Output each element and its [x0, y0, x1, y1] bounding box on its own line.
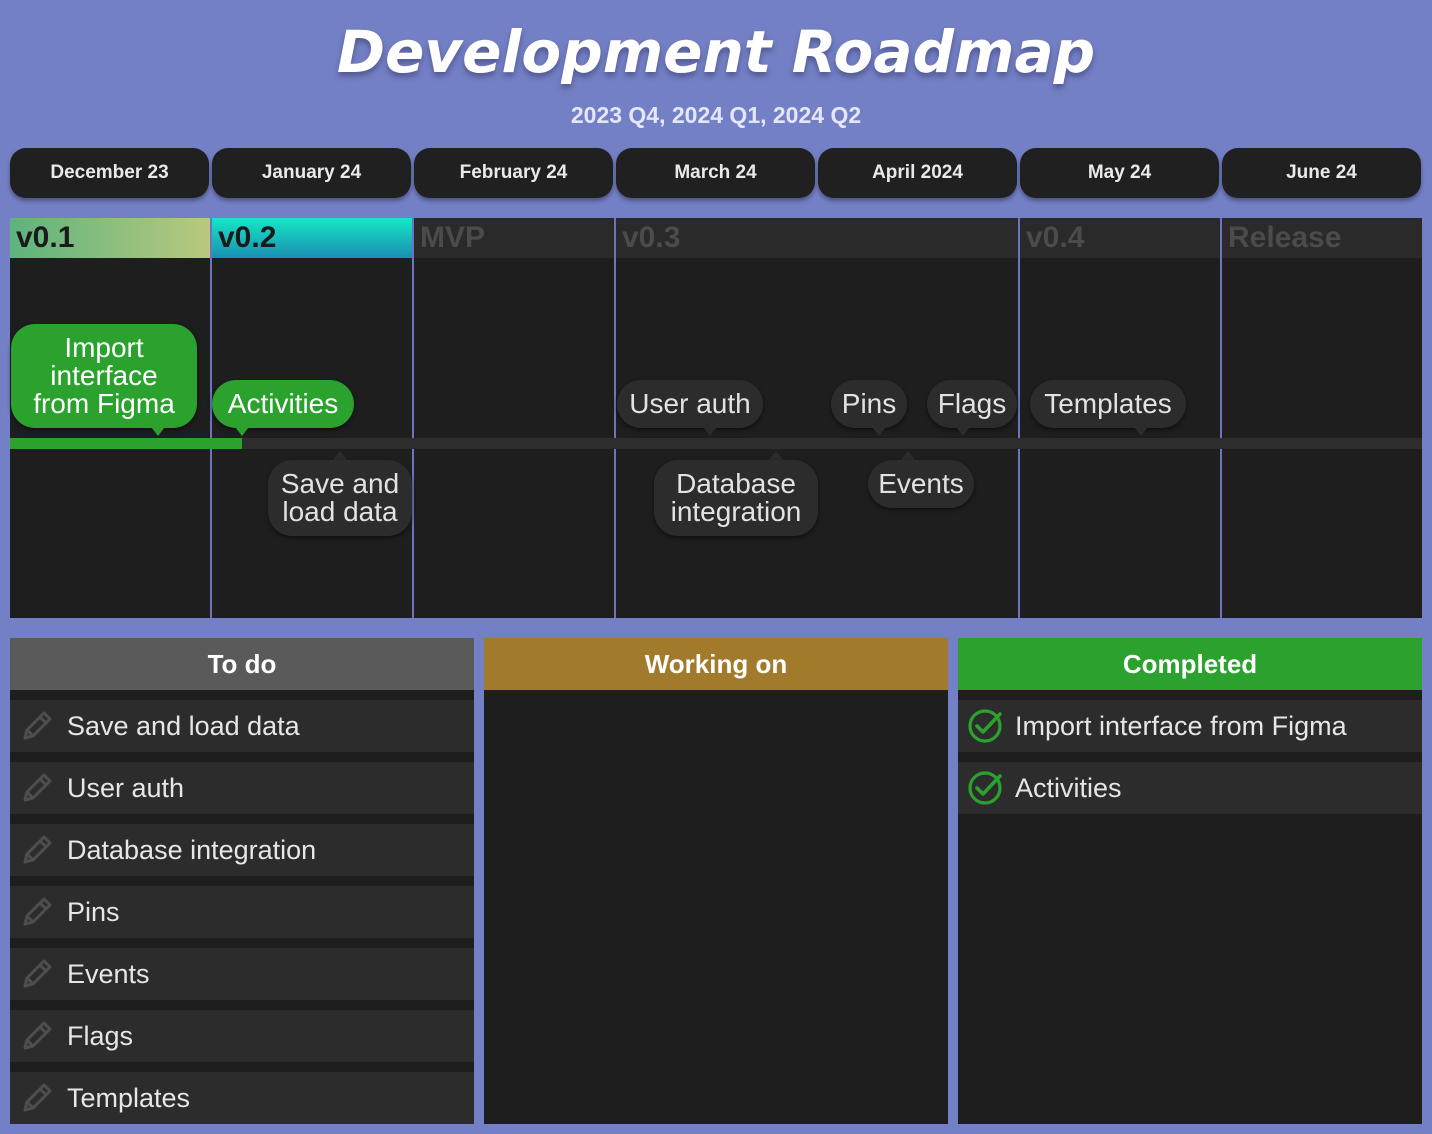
task-label: Events: [67, 958, 150, 989]
completed-item[interactable]: Activities: [958, 762, 1422, 814]
timeline-track: [10, 438, 1422, 449]
month-header: April 2024: [818, 148, 1017, 198]
month-header: May 24: [1020, 148, 1219, 198]
month-header: January 24: [212, 148, 411, 198]
milestone-pins[interactable]: Pins: [831, 380, 907, 428]
check-circle-icon: [967, 770, 1003, 806]
month-header: June 24: [1222, 148, 1421, 198]
milestone-pointer: [333, 451, 347, 460]
timeline-panel: v0.1 v0.2 MVP v0.3 v0.4 Release Import i…: [10, 218, 1422, 618]
phase-divider: [1220, 218, 1222, 618]
phase-release: Release: [1222, 218, 1422, 258]
milestone-pointer: [901, 451, 915, 460]
column-header-working: Working on: [484, 638, 948, 690]
milestone-events[interactable]: Events: [868, 460, 974, 508]
milestone-import-interface[interactable]: Import interface from Figma: [11, 324, 197, 428]
task-label: Save and load data: [67, 710, 300, 741]
task-label: Database integration: [67, 834, 317, 865]
todo-item[interactable]: User auth: [10, 762, 474, 814]
pencil-icon: [19, 956, 55, 992]
milestone-user-auth[interactable]: User auth: [617, 380, 763, 428]
milestone-templates[interactable]: Templates: [1030, 380, 1186, 428]
timeline-progress: [10, 438, 242, 449]
column-header-todo: To do: [10, 638, 474, 690]
todo-item[interactable]: Templates: [10, 1072, 474, 1124]
milestone-pointer: [151, 427, 165, 436]
page-subtitle: 2023 Q4, 2024 Q1, 2024 Q2: [570, 102, 862, 128]
phase-v0-4: v0.4: [1020, 218, 1220, 258]
phase-v0-2: v0.2: [212, 218, 412, 258]
task-label: Flags: [67, 1020, 134, 1051]
check-circle-icon: [967, 708, 1003, 744]
month-header: February 24: [414, 148, 613, 198]
phase-divider: [412, 218, 414, 618]
milestone-flags[interactable]: Flags: [927, 380, 1017, 428]
pencil-icon: [19, 832, 55, 868]
pencil-icon: [19, 1080, 55, 1116]
milestone-pointer: [235, 427, 249, 436]
todo-item[interactable]: Database integration: [10, 824, 474, 876]
pencil-icon: [19, 894, 55, 930]
task-label: Import interface from Figma: [1015, 710, 1347, 741]
todo-item[interactable]: Flags: [10, 1010, 474, 1062]
column-working: [484, 690, 948, 1124]
phase-v0-1: v0.1: [10, 218, 210, 258]
milestone-pointer: [872, 427, 886, 436]
month-header: March 24: [616, 148, 815, 198]
todo-item[interactable]: Pins: [10, 886, 474, 938]
task-label: User auth: [67, 772, 185, 803]
page-title: Development Roadmap: [336, 18, 1096, 86]
task-label: Pins: [67, 896, 120, 927]
task-label: Activities: [1015, 772, 1122, 803]
milestone-pointer: [1134, 427, 1148, 436]
milestone-pointer: [956, 427, 970, 436]
phase-divider: [1018, 218, 1020, 618]
task-label: Templates: [67, 1082, 191, 1113]
pencil-icon: [19, 1018, 55, 1054]
todo-item[interactable]: Events: [10, 948, 474, 1000]
milestone-pointer: [703, 427, 717, 436]
completed-item[interactable]: Import interface from Figma: [958, 700, 1422, 752]
phase-divider: [614, 218, 616, 618]
phase-v0-3: v0.3: [616, 218, 1018, 258]
phase-mvp: MVP: [414, 218, 614, 258]
column-header-completed: Completed: [958, 638, 1422, 690]
milestone-activities[interactable]: Activities: [212, 380, 354, 428]
pencil-icon: [19, 708, 55, 744]
phase-divider: [210, 218, 212, 618]
todo-item[interactable]: Save and load data: [10, 700, 474, 752]
milestone-pointer: [769, 451, 783, 460]
milestone-database-integration[interactable]: Database integration: [654, 460, 818, 536]
pencil-icon: [19, 770, 55, 806]
month-header: December 23: [10, 148, 209, 198]
milestone-save-load-data[interactable]: Save and load data: [268, 460, 412, 536]
